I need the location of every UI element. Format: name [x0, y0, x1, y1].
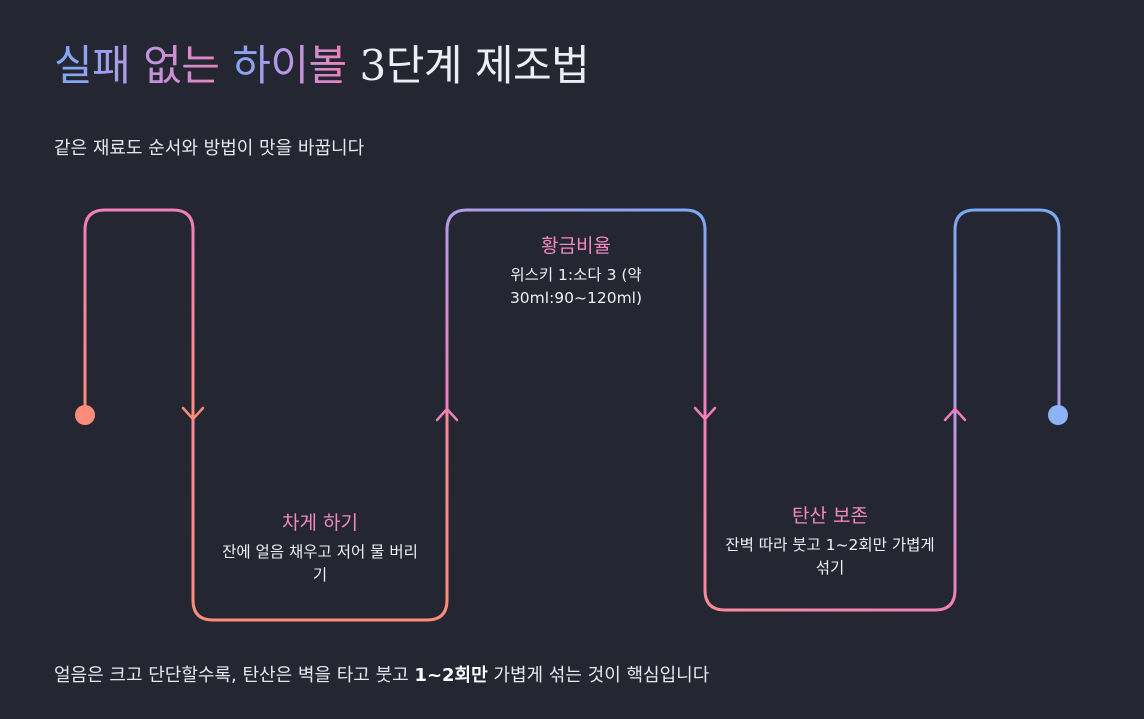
step-description: 잔벽 따라 붓고 1~2회만 가볍게 섞기 [725, 536, 935, 577]
footer-note: 얼음은 크고 단단할수록, 탄산은 벽을 타고 붓고 1~2회만 가볍게 섞는 … [54, 663, 709, 689]
start-dot [75, 405, 95, 425]
step-description: 잔에 얼음 채우고 저어 물 버리기 [222, 543, 418, 584]
title-highlight-2: 하이볼 [232, 41, 347, 90]
flow-path-segment [465, 208, 707, 232]
step-title: 차게 하기 [282, 512, 358, 534]
flow-path-segment [723, 588, 957, 612]
step-title: 황금비율 [541, 235, 611, 257]
step-card-3: 탄산 보존 잔벽 따라 붓고 1~2회만 가볍게 섞기 [725, 503, 935, 580]
footer-text-after: 가볍게 섞는 것이 핵심입니다 [487, 665, 710, 686]
flow-path-segment [953, 208, 1061, 592]
subtitle: 같은 재료도 순서와 방법이 맛을 바꿉니다 [54, 138, 365, 159]
arrow-up-icon [435, 407, 459, 422]
arrow-up-icon [943, 407, 967, 422]
step-title: 탄산 보존 [792, 505, 868, 527]
end-dot [1048, 405, 1068, 425]
arrow-down-icon [693, 406, 717, 421]
title-highlight-1: 실패 없는 [54, 41, 233, 90]
step-card-2: 황금비율 위스키 1:소다 3 (약 30ml:90~120ml) [486, 233, 666, 310]
footer-text-before: 얼음은 크고 단단할수록, 탄산은 벽을 타고 붓고 [54, 665, 415, 686]
title-rest: 3단계 제조법 [346, 41, 590, 90]
arrow-down-icon [181, 406, 205, 421]
flow-path-segment [703, 416, 727, 612]
step-description: 위스키 1:소다 3 (약 30ml:90~120ml) [509, 266, 643, 307]
flow-path-segment [83, 208, 195, 420]
step-card-1: 차게 하기 잔에 얼음 채우고 저어 물 버리기 [215, 510, 425, 587]
flow-path-segment [445, 208, 469, 414]
flow-path-segment [191, 410, 449, 622]
page-title: 실패 없는 하이볼 3단계 제조법 [54, 38, 590, 94]
footer-emphasis: 1~2회만 [414, 665, 488, 686]
